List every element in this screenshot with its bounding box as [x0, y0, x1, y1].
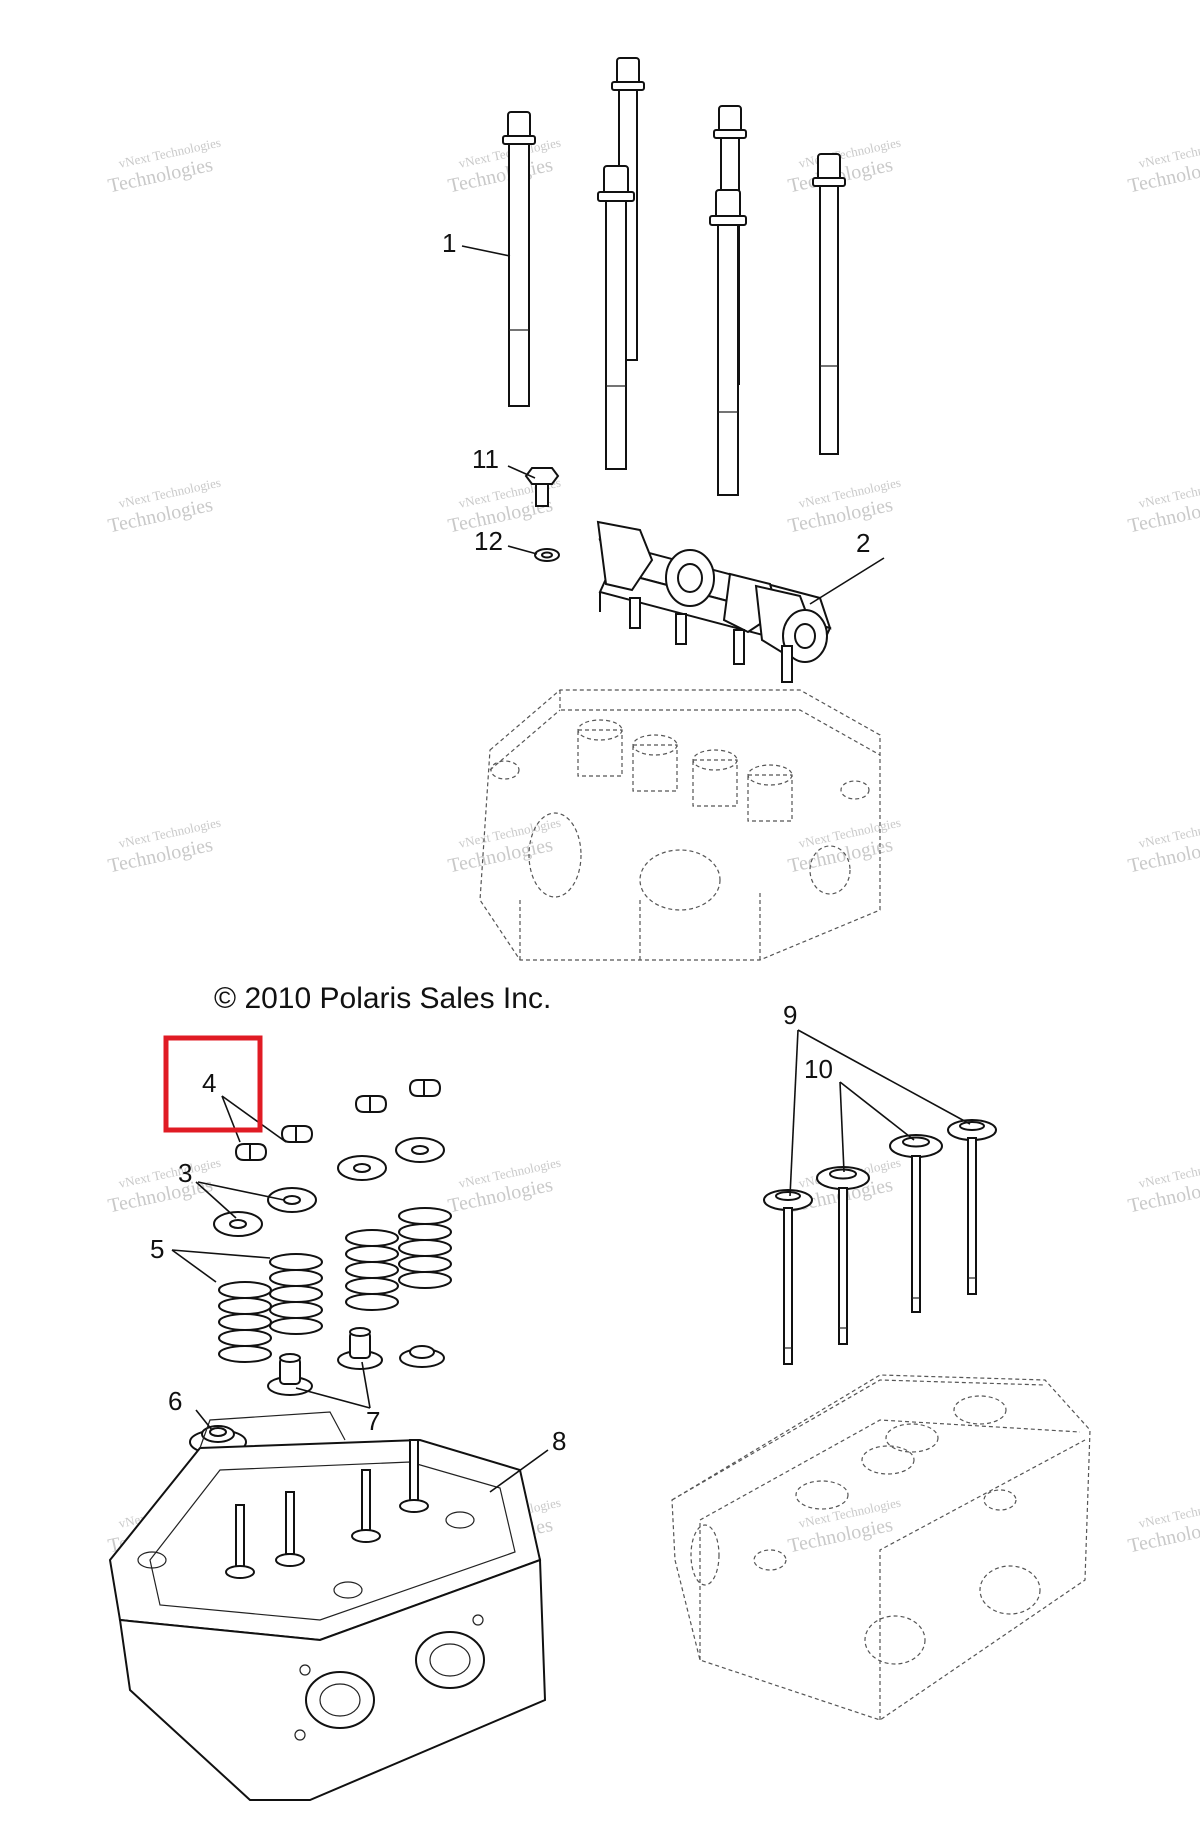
watermark: vNext Technologies Technologies	[106, 475, 222, 538]
callout-6: 6	[168, 1386, 182, 1416]
valve-keeper	[354, 1095, 388, 1113]
watermark: vNext Technologies Technologies	[446, 815, 562, 878]
callout-11: 11	[472, 444, 499, 474]
head-bolt	[502, 111, 536, 407]
watermark: vNext Technologies Technologies	[1126, 1495, 1200, 1558]
highlight-box	[163, 1035, 263, 1133]
callout-9: 9	[783, 1000, 797, 1030]
valve-stem-seal	[399, 1345, 445, 1368]
cylinder-head	[108, 1411, 547, 1801]
spring-retainer	[267, 1187, 317, 1213]
watermark: vNext Technologies Technologies	[106, 1155, 222, 1218]
valve	[947, 1119, 997, 1295]
callout-1: 1	[442, 228, 456, 258]
valve-keeper	[234, 1143, 268, 1161]
valve-springs	[218, 1207, 452, 1363]
valves	[763, 1119, 997, 1365]
cap-screw	[524, 467, 560, 507]
callout-7: 7	[366, 1406, 380, 1436]
rocker-arm-assembly	[596, 520, 832, 683]
valve	[763, 1189, 813, 1365]
head-bolt	[709, 189, 747, 496]
head-bolts	[502, 57, 846, 496]
watermark: vNext Technologies Technologies	[106, 815, 222, 878]
valve-stem-seals	[267, 1327, 445, 1396]
valve-stem-seal	[337, 1327, 383, 1370]
valve-keeper	[280, 1125, 314, 1143]
head-bolt	[597, 165, 635, 470]
callout-3: 3	[178, 1158, 192, 1188]
cylinder-head-lower-ghost	[671, 1374, 1091, 1721]
head-bolt	[812, 153, 846, 455]
watermark: vNext Technologies Technologies	[1126, 135, 1200, 198]
valve-spring	[398, 1207, 452, 1289]
watermark: vNext Technologies Technologies	[1126, 815, 1200, 878]
copyright-notice: © 2010 Polaris Sales Inc.	[214, 982, 551, 1015]
callout-5: 5	[150, 1234, 164, 1264]
valve-keepers	[234, 1079, 442, 1161]
valve-spring	[218, 1281, 272, 1363]
valve-stem-seal	[267, 1353, 313, 1396]
valve-spring	[345, 1229, 399, 1311]
valve-keeper	[408, 1079, 442, 1097]
washer	[534, 548, 560, 562]
callout-2: 2	[856, 528, 870, 558]
callouts: 1 2 3 4 5 6 7 8 9 10 11 12	[150, 228, 870, 1456]
watermark: vNext Technologies Technologies	[786, 475, 902, 538]
spring-retainer	[337, 1155, 387, 1181]
spring-retainer	[213, 1211, 263, 1237]
leader-lines	[171, 245, 971, 1493]
callout-4: 4	[202, 1068, 216, 1098]
valve-spring	[269, 1253, 323, 1335]
watermark: vNext Technologies Technologies	[786, 815, 902, 878]
valve	[889, 1134, 943, 1313]
watermark: vNext Technologies Technologies	[1126, 1155, 1200, 1218]
callout-10: 10	[804, 1054, 833, 1084]
watermark: vNext Technologies Technologies	[786, 1495, 902, 1558]
cylinder-head-upper-ghost	[479, 689, 881, 961]
watermark: vNext Technologies Technologies	[106, 135, 222, 198]
callout-8: 8	[552, 1426, 566, 1456]
callout-12: 12	[474, 526, 503, 556]
spring-retainer	[395, 1137, 445, 1163]
watermark: vNext Technologies Technologies	[786, 135, 902, 198]
watermark: vNext Technologies Technologies	[1126, 475, 1200, 538]
watermark: vNext Technologies Technologies	[446, 1155, 562, 1218]
watermarks: vNext Technologies Technologies vNext Te…	[106, 135, 1200, 1558]
